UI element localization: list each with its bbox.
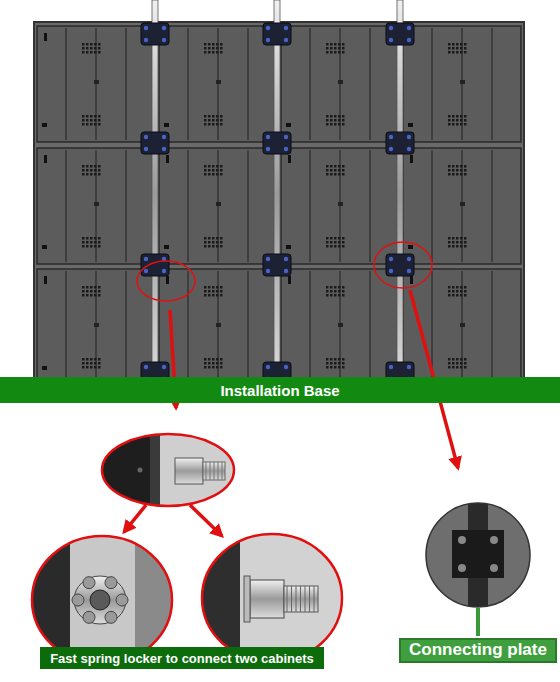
connecting-plate: [386, 23, 414, 45]
callout-circle: [374, 242, 432, 288]
connecting-plate: [141, 254, 169, 276]
base-band: Installation Base: [0, 377, 560, 403]
vertical-post: [274, 0, 280, 388]
label-text: Fast spring locker to connect two cabine…: [50, 651, 314, 666]
red-arrow: [124, 505, 146, 532]
label-text: Connecting plate: [409, 640, 547, 660]
cabinet: [37, 148, 155, 264]
cabinet: [159, 148, 277, 264]
connecting-plate: [386, 254, 414, 276]
vertical-post: [397, 0, 403, 388]
leader-line: [476, 608, 480, 636]
connecting-plate-photo: [420, 500, 540, 610]
bolt-photo: [100, 430, 240, 510]
vertical-post: [152, 0, 158, 388]
connecting-plate: [141, 23, 169, 45]
cabinet: [159, 26, 277, 142]
connecting-plate: [386, 132, 414, 154]
connecting-plate: [141, 132, 169, 154]
cabinet: [281, 269, 399, 385]
caption-box: Fast spring locker to connect two cabine…: [40, 647, 324, 669]
led-wall: [34, 0, 524, 388]
caption-box: Connecting plate: [399, 638, 557, 663]
red-arrow: [190, 505, 222, 536]
connecting-plate: [263, 254, 291, 276]
callout-circle: [137, 261, 195, 301]
label-text: Installation Base: [220, 382, 339, 399]
cabinet: [37, 26, 155, 142]
connecting-plate: [263, 23, 291, 45]
cabinet: [281, 26, 399, 142]
cabinet: [159, 269, 277, 385]
cabinet: [403, 26, 521, 142]
connecting-plate: [263, 132, 291, 154]
cabinet: [281, 148, 399, 264]
